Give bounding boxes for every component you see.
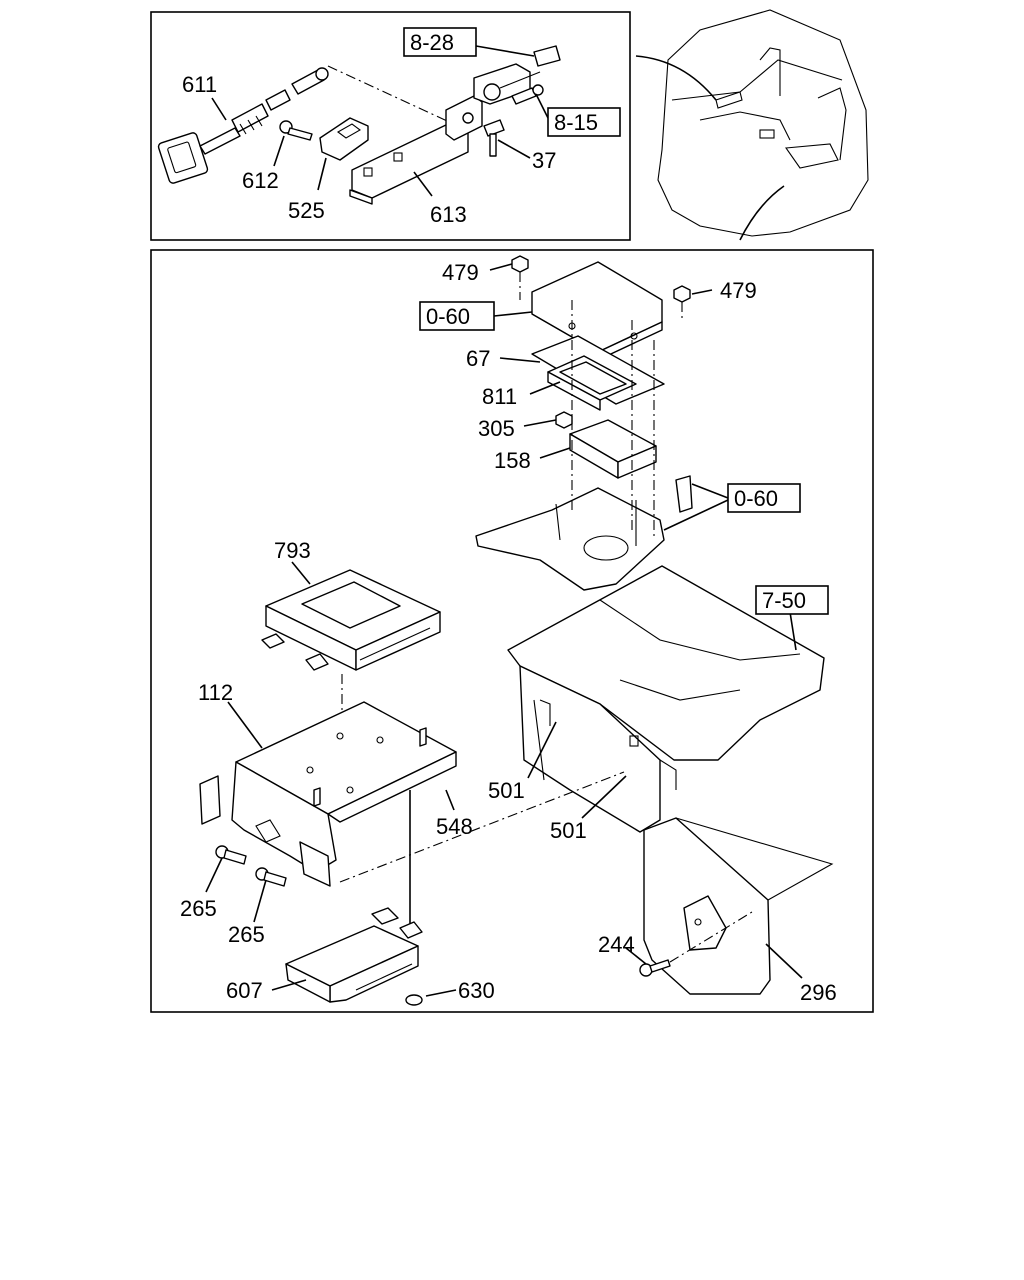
leader-060b-1 [691,483,729,499]
leader-305 [523,419,557,427]
part-611-switch-knob [157,67,329,184]
label-501a: 501 [488,778,525,803]
part-296-cover [643,817,834,995]
leader-060b-2 [663,499,729,531]
leader-244 [625,947,647,965]
ref-828: 8-28 [410,30,454,55]
cab-locator-view [635,9,869,241]
label-112: 112 [198,680,233,705]
part-793-unit [261,569,441,671]
part-305-nut [555,411,573,429]
part-112-bracket [199,701,457,887]
leader-815 [535,93,549,119]
label-607: 607 [226,978,263,1003]
label-612: 612 [242,168,279,193]
leader-479b [691,289,713,295]
leader-525 [317,157,327,191]
part-630-nut [405,994,423,1006]
label-158: 158 [494,448,531,473]
label-630: 630 [458,978,495,1003]
ref-box-750 [755,585,829,615]
leader-828 [475,45,535,57]
locator-arrow-bottom [739,185,785,241]
label-244: 244 [598,932,635,957]
locator-arrow-top [635,55,717,101]
leader-793 [291,561,311,585]
connector-assembly [445,45,561,141]
label-265a: 265 [180,896,217,921]
label-611: 611 [182,72,217,97]
leader-67 [499,357,541,363]
leader-750 [789,611,797,651]
label-265b: 265 [228,922,265,947]
ref-750: 7-50 [762,588,806,613]
label-811: 811 [482,384,517,409]
leader-265b [253,879,267,923]
label-548: 548 [436,814,473,839]
leader-37 [497,139,531,159]
ref-box-060a [419,301,495,331]
leader-611 [211,97,227,121]
assembly-line [327,65,459,127]
assembly-line [669,911,753,963]
leader-548 [445,789,455,811]
label-479a: 479 [442,260,479,285]
label-793: 793 [274,538,311,563]
part-158-unit [569,419,657,479]
part-244-bolt [639,959,671,977]
leader-501a [527,721,557,779]
main-panel: 479 479 0-60 67 811 305 158 0-60 793 7-5… [150,249,874,1013]
ref-060b: 0-60 [734,486,778,511]
ref-box-828 [403,27,477,57]
leader-612 [273,135,285,167]
ref-box-815 [547,107,621,137]
part-479-nut-left [511,255,529,273]
leader-112 [227,701,263,749]
part-upper-bracket [531,261,663,361]
leader-296 [765,943,803,979]
seat-base-7-50 [507,565,825,833]
part-mount-bracket [475,475,693,591]
part-265-screw-b [255,867,287,887]
label-479b: 479 [720,278,757,303]
part-525-holder [319,117,369,161]
part-37-bolt [483,119,505,157]
inset-frame [150,11,631,241]
label-525: 525 [288,198,325,223]
leader-479a [489,263,513,271]
leader-265a [205,857,223,893]
ref-815: 8-15 [554,110,598,135]
part-612-screw [279,120,313,141]
part-811-unit [531,335,665,411]
leader-060a [493,311,533,317]
leader-158 [539,447,571,459]
label-296: 296 [800,980,837,1005]
label-305: 305 [478,416,515,441]
ref-box-060b [727,483,801,513]
leader-630 [425,989,457,997]
inset-panel: 611 612 525 613 37 8-28 8-15 [150,11,631,241]
ref-060a: 0-60 [426,304,470,329]
label-37: 37 [532,148,556,173]
part-607-unit [285,907,423,1003]
leader-811 [529,381,561,395]
leader-607 [271,979,307,991]
leader-501b [581,775,627,819]
label-67: 67 [466,346,490,371]
label-613: 613 [430,202,467,227]
label-501b: 501 [550,818,587,843]
part-479-nut-right [673,285,691,303]
leader-613 [413,171,433,197]
main-frame [150,249,874,1013]
